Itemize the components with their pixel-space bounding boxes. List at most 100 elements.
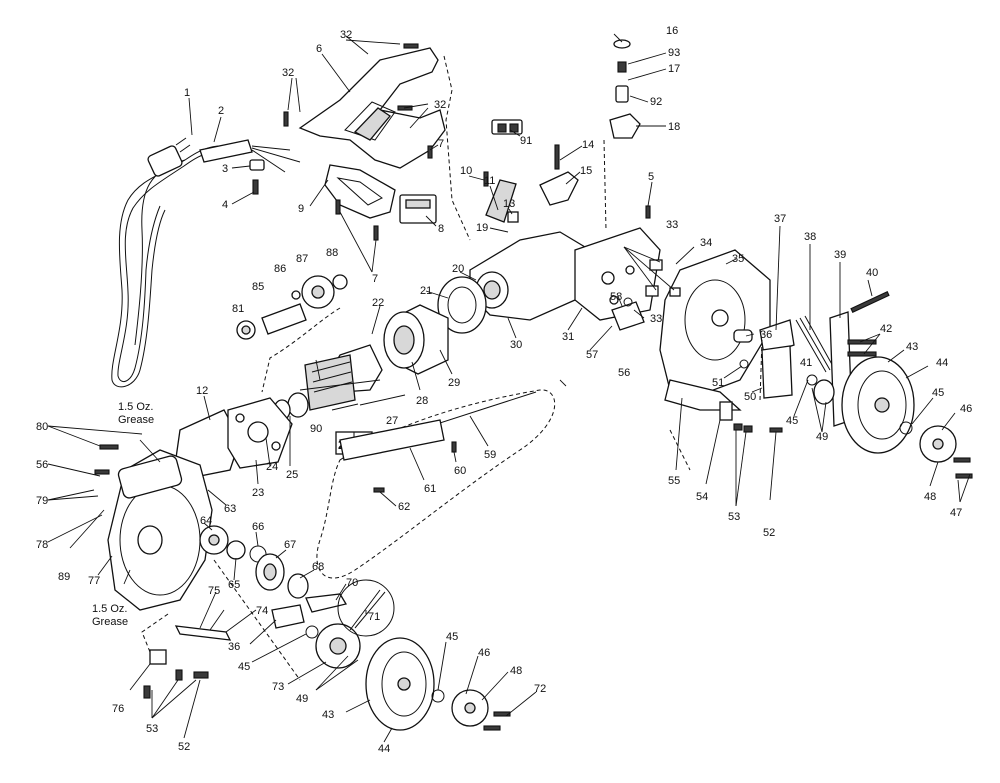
callout-9: 9 bbox=[298, 203, 304, 215]
callout-34: 34 bbox=[700, 237, 712, 249]
callout-33a: 33 bbox=[666, 219, 678, 231]
callout-58: 58 bbox=[610, 291, 622, 303]
leader-lines bbox=[47, 33, 971, 743]
callout-64: 64 bbox=[200, 515, 212, 527]
callout-89b: 90 bbox=[310, 423, 322, 435]
callout-65: 65 bbox=[228, 579, 240, 591]
callout-16: 16 bbox=[666, 25, 678, 37]
callout-53b: 53 bbox=[146, 723, 158, 735]
callout-43a: 43 bbox=[906, 341, 918, 353]
handle-assembly bbox=[283, 43, 523, 241]
callout-21: 21 bbox=[420, 285, 432, 297]
callout-63: 63 bbox=[224, 503, 236, 515]
callout-15: 15 bbox=[580, 165, 592, 177]
callout-89: 89 bbox=[58, 571, 70, 583]
callout-35: 35 bbox=[732, 253, 744, 265]
callout-1: 1 bbox=[184, 87, 190, 99]
callout-44b: 44 bbox=[378, 743, 390, 755]
power-cord-assembly bbox=[111, 137, 301, 388]
callout-87: 87 bbox=[296, 253, 308, 265]
callout-28: 28 bbox=[416, 395, 428, 407]
callout-48a: 48 bbox=[924, 491, 936, 503]
callout-7b: 7 bbox=[372, 273, 378, 285]
callout-27: 27 bbox=[386, 415, 398, 427]
right-wheel-assembly bbox=[841, 356, 973, 479]
callout-39: 39 bbox=[834, 249, 846, 261]
callout-93: 93 bbox=[668, 47, 680, 59]
callout-29: 29 bbox=[448, 377, 460, 389]
callout-76: 76 bbox=[112, 703, 124, 715]
callout-30: 30 bbox=[510, 339, 522, 351]
grease-notes: 1.5 Oz. Grease 1.5 Oz. Grease bbox=[92, 401, 154, 628]
callout-91: 91 bbox=[520, 135, 532, 147]
callout-92: 92 bbox=[650, 96, 662, 108]
callout-22: 22 bbox=[372, 297, 384, 309]
callout-43b: 43 bbox=[322, 709, 334, 721]
motor-internals bbox=[273, 276, 487, 421]
callout-75: 75 bbox=[208, 585, 220, 597]
motor-housing bbox=[469, 227, 661, 321]
callout-32c: 32 bbox=[434, 99, 446, 111]
callout-41: 41 bbox=[800, 357, 812, 369]
callout-12: 12 bbox=[196, 385, 208, 397]
callout-60: 60 bbox=[454, 465, 466, 477]
callout-50: 50 bbox=[744, 391, 756, 403]
callout-49a: 49 bbox=[816, 431, 828, 443]
callout-46b: 46 bbox=[478, 647, 490, 659]
callout-37: 37 bbox=[774, 213, 786, 225]
callout-11: 11 bbox=[484, 175, 495, 187]
callout-45c: 45 bbox=[238, 661, 250, 673]
callout-61: 61 bbox=[424, 483, 436, 495]
callout-10: 10 bbox=[460, 165, 472, 177]
callout-70: 70 bbox=[346, 577, 358, 589]
callout-72: 72 bbox=[534, 683, 546, 695]
callout-42: 42 bbox=[880, 323, 892, 335]
callout-46a: 46 bbox=[960, 403, 972, 415]
callout-6: 6 bbox=[316, 43, 322, 55]
callout-33b: 33 bbox=[650, 313, 662, 325]
callout-labels: 1 2 3 4 5 6 7 7 8 9 10 11 12 13 14 15 16… bbox=[36, 25, 972, 755]
callout-4: 4 bbox=[222, 199, 228, 211]
gear-case bbox=[175, 397, 293, 479]
callout-88: 88 bbox=[326, 247, 338, 259]
grease-note-top-line1: 1.5 Oz. bbox=[118, 401, 153, 413]
callout-45b: 45 bbox=[786, 415, 798, 427]
callout-7a: 7 bbox=[438, 138, 444, 150]
callout-57: 57 bbox=[586, 349, 598, 361]
callout-77: 77 bbox=[88, 575, 100, 587]
callout-8: 8 bbox=[438, 223, 444, 235]
grease-note-bottom-line2: Grease bbox=[92, 616, 128, 628]
callout-2: 2 bbox=[218, 105, 224, 117]
callout-45a: 45 bbox=[932, 387, 944, 399]
callout-20: 20 bbox=[452, 263, 464, 275]
callout-5: 5 bbox=[648, 171, 654, 183]
callout-66: 66 bbox=[252, 521, 264, 533]
callout-55: 55 bbox=[668, 475, 680, 487]
callout-80: 80 bbox=[36, 421, 48, 433]
tension-hardware-right bbox=[611, 259, 890, 433]
callout-86: 86 bbox=[274, 263, 286, 275]
blade-guard bbox=[339, 419, 457, 493]
callout-52b: 52 bbox=[178, 741, 190, 753]
callout-18: 18 bbox=[668, 121, 680, 133]
tension-hardware-left bbox=[143, 604, 319, 699]
callout-71: 71 bbox=[368, 611, 380, 623]
callout-44a: 44 bbox=[936, 357, 948, 369]
gear-shaft-assembly bbox=[236, 274, 348, 340]
callout-38: 38 bbox=[804, 231, 816, 243]
callout-23: 23 bbox=[252, 487, 264, 499]
grease-note-top-line2: Grease bbox=[118, 414, 154, 426]
callout-56b: 56 bbox=[36, 459, 48, 471]
callout-56a: 56 bbox=[618, 367, 630, 379]
callout-14: 14 bbox=[582, 139, 594, 151]
callout-31: 31 bbox=[562, 331, 574, 343]
callout-17: 17 bbox=[668, 63, 680, 75]
callout-54: 54 bbox=[696, 491, 708, 503]
callout-53a: 53 bbox=[728, 511, 740, 523]
left-wheel-housing bbox=[94, 444, 213, 611]
callout-36a: 36 bbox=[760, 329, 772, 341]
callout-40: 40 bbox=[866, 267, 878, 279]
callout-78: 78 bbox=[36, 539, 48, 551]
lower-drive-assembly bbox=[199, 525, 395, 669]
